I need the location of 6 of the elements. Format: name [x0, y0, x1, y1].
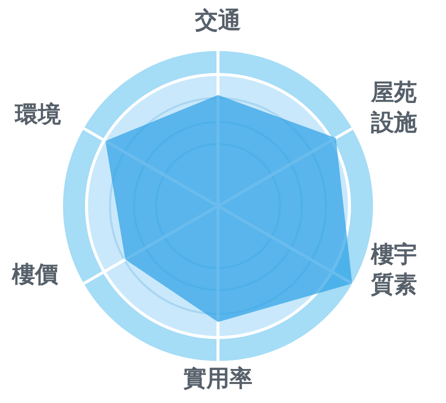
axis-label: 實用率	[182, 365, 254, 394]
axis-label: 屋苑設施	[370, 79, 418, 138]
axis-label: 交通	[194, 7, 242, 36]
axis-label: 樓宇質素	[370, 240, 418, 300]
axis-label: 樓價	[10, 261, 59, 290]
axis-label: 環境	[14, 101, 62, 130]
